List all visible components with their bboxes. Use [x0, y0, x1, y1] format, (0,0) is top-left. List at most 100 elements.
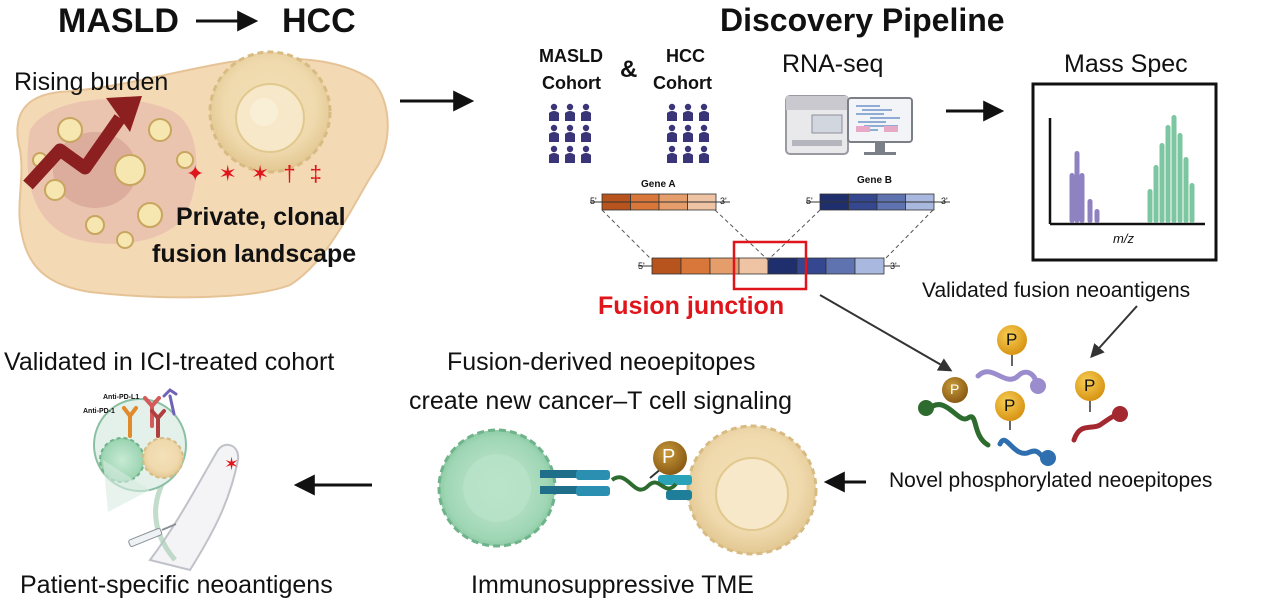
tumor-cell-liver	[208, 50, 332, 174]
landscape-label-line1: Private, clonal	[176, 203, 346, 231]
landscape-label-line2: fusion landscape	[152, 240, 357, 268]
person-icon	[581, 103, 591, 121]
fusion-exon-a	[680, 257, 711, 275]
person-icon	[549, 145, 559, 163]
ms-peak-green	[1189, 183, 1195, 223]
mass-spec-label: Mass Spec	[1064, 50, 1188, 78]
person-icon	[565, 103, 575, 121]
person-icon	[549, 124, 559, 142]
immunosuppressive-tme-label: Immunosuppressive TME	[471, 571, 754, 599]
validated-fusion-neoantigens-label: Validated fusion neoantigens	[922, 279, 1191, 302]
person-icon	[667, 103, 677, 121]
masld-cohort-people	[549, 103, 591, 163]
gene-a-3prime: 3'	[720, 196, 727, 206]
ms-peak-purple	[1087, 199, 1093, 223]
phospho-symbol-4: P	[950, 381, 960, 397]
person-icon	[667, 145, 677, 163]
person-icon	[565, 124, 575, 142]
ms-peak-green	[1171, 115, 1177, 223]
neoepitope-purple	[975, 325, 1046, 394]
neoepitope-red	[1071, 371, 1128, 443]
anti-pdl1-label: Anti-PD-L1	[103, 394, 140, 401]
gene-b-5prime: 5'	[806, 196, 813, 206]
fusion-5prime: 5'	[638, 261, 645, 271]
antibody-icons	[122, 388, 178, 438]
fusion-junction-box	[732, 240, 808, 291]
computer-monitor-icon	[847, 97, 913, 155]
patient-marker: ✶	[224, 454, 240, 474]
novel-phosphorylated-label: Novel phosphorylated neoepitopes	[889, 469, 1213, 492]
ms-peak-green	[1177, 133, 1183, 223]
mass-spec-xlabel: m/z	[1113, 231, 1134, 246]
ms-peak-green	[1165, 125, 1171, 223]
hcc-cohort-label-1: HCC	[666, 46, 705, 66]
fusion-3prime: 3'	[890, 261, 897, 271]
hcc-heading: HCC	[282, 2, 356, 40]
fusion-exon-a	[651, 257, 682, 275]
rising-burden-arrow	[23, 114, 126, 190]
ms-peak-purple	[1079, 173, 1085, 223]
fusion-exon-b	[796, 257, 827, 275]
syringe-icon	[128, 523, 177, 547]
fusion-guides	[601, 209, 934, 261]
t-cell	[437, 428, 557, 548]
pipeline-title: Discovery Pipeline	[720, 2, 1005, 38]
anti-pd1-label: Anti-PD-1	[83, 408, 115, 415]
fusion-exon-a	[738, 257, 769, 275]
fusion-junction-label: Fusion junction	[598, 292, 785, 320]
fusion-derived-label-1: Fusion-derived neoepitopes	[447, 348, 756, 376]
liver-illustration	[16, 50, 389, 299]
ms-peak-purple	[1069, 173, 1075, 223]
junction-to-neoepitope-arrow	[819, 294, 953, 372]
massspec-to-neoepitope-arrow	[1090, 305, 1138, 359]
fusion-exon-b	[825, 257, 856, 275]
person-icon	[683, 145, 693, 163]
hcc-cohort-people	[667, 103, 709, 163]
patient-specific-label: Patient-specific neoantigens	[20, 571, 333, 599]
fusion-derived-label-2: create new cancer–T cell signaling	[409, 387, 793, 415]
person-icon	[683, 103, 693, 121]
phospho-symbol-tme: P	[662, 446, 676, 468]
person-icon	[667, 124, 677, 142]
ms-peak-green	[1147, 189, 1153, 223]
person-icon	[699, 124, 709, 142]
validated-ici-label: Validated in ICI-treated cohort	[4, 348, 335, 376]
rising-burden-label: Rising burden	[14, 68, 169, 96]
ms-peak-green	[1183, 157, 1189, 223]
masld-cohort-label-2: Cohort	[542, 73, 601, 93]
mass-spec-panel	[1031, 82, 1218, 262]
ici-zoom-circle	[93, 398, 187, 512]
person-icon	[581, 145, 591, 163]
gene-a-label: Gene A	[641, 179, 676, 190]
person-icon	[699, 103, 709, 121]
fusion-exon-b	[767, 257, 798, 275]
phospho-symbol-2: P	[1004, 396, 1016, 415]
ms-peak-purple	[1094, 209, 1100, 223]
fusion-markers: ✦✶✶†‡	[186, 161, 336, 186]
person-icon	[565, 145, 575, 163]
mass-spec-peaks	[1069, 115, 1195, 223]
gene-b-3prime: 3'	[941, 196, 948, 206]
person-icon	[549, 103, 559, 121]
person-icon	[683, 124, 693, 142]
neoepitope-blue	[995, 391, 1056, 466]
person-icon	[699, 145, 709, 163]
masld-heading: MASLD	[58, 2, 179, 40]
cohort-ampersand: &	[620, 56, 638, 83]
gene-b-label: Gene B	[857, 175, 893, 186]
tumor-cell-tme	[686, 424, 818, 556]
fusion-exon-b	[854, 257, 885, 275]
ms-peak-green	[1159, 143, 1165, 223]
hcc-cohort-label-2: Cohort	[653, 73, 712, 93]
sequencer-icon	[785, 95, 849, 155]
gene-a-5prime: 5'	[590, 196, 597, 206]
ms-peak-purple	[1074, 151, 1080, 223]
neoepitope-green	[918, 377, 991, 448]
fusion-gene-bar	[590, 201, 950, 275]
rnaseq-label: RNA-seq	[782, 50, 884, 78]
phospho-symbol-1: P	[1006, 330, 1018, 349]
masld-cohort-label-1: MASLD	[539, 46, 603, 66]
person-icon	[581, 124, 591, 142]
tcr-mhc-complex	[540, 441, 692, 500]
